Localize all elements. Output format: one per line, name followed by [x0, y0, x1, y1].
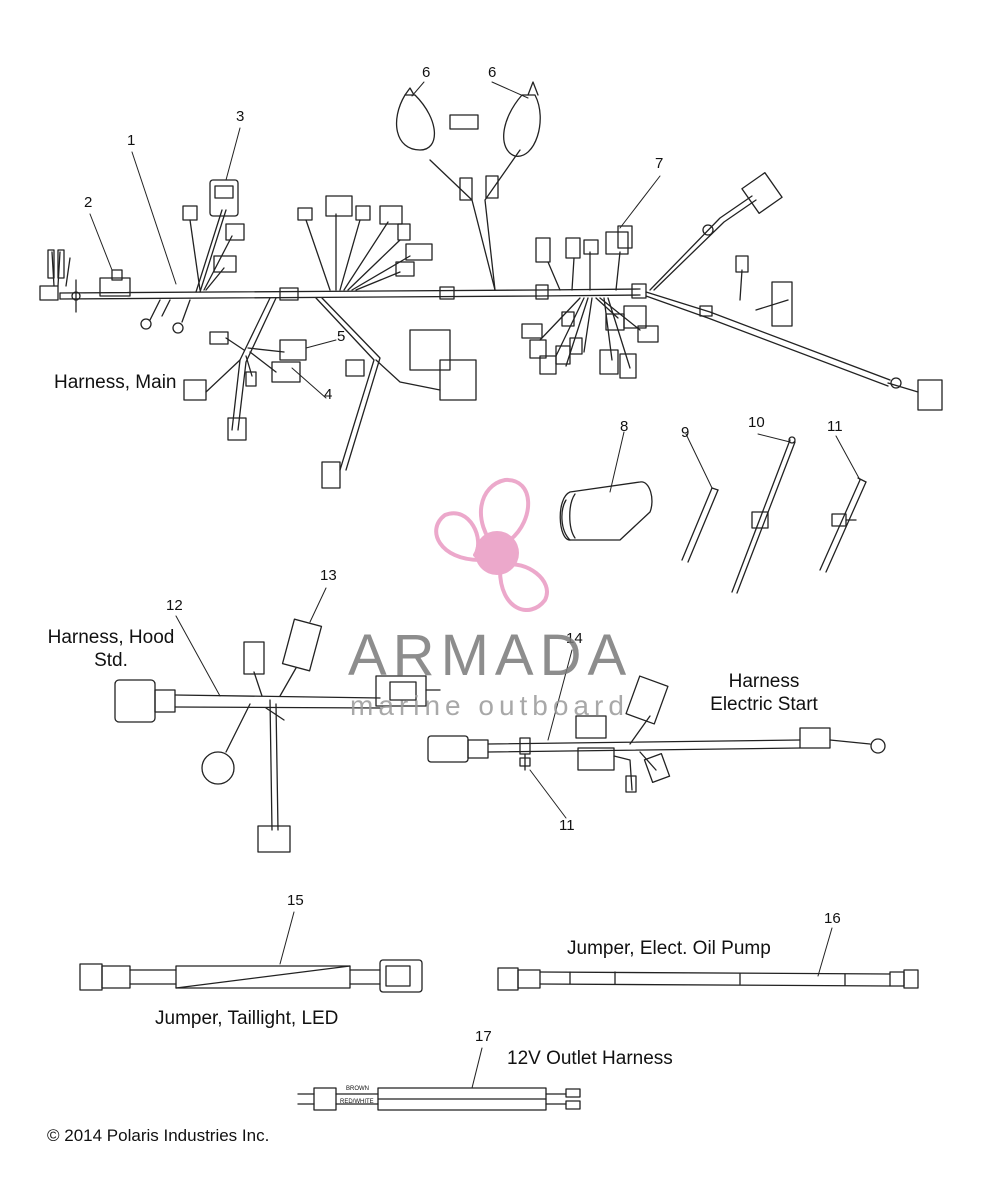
title-outlet-harness: 12V Outlet Harness — [507, 1048, 673, 1069]
callout-4: 4 — [324, 386, 333, 403]
harness-electric-start — [427, 675, 886, 793]
watermark-logo — [434, 477, 549, 612]
callout-9: 9 — [681, 424, 690, 441]
callout-17: 17 — [475, 1028, 492, 1045]
callout-8: 8 — [620, 418, 629, 435]
title-harness-hood-line1: Harness, Hood — [47, 627, 175, 648]
title-harness-electric-line2: Electric Start — [710, 694, 818, 715]
callout-12: 12 — [166, 597, 183, 614]
callout-6b: 6 — [488, 64, 497, 81]
callout-1: 1 — [127, 132, 136, 149]
callout-7: 7 — [655, 155, 664, 172]
outlet-harness — [297, 1087, 581, 1111]
title-jumper-oil-pump: Jumper, Elect. Oil Pump — [567, 938, 771, 959]
callout-10: 10 — [748, 414, 765, 431]
watermark-brand: ARMADA — [348, 623, 633, 688]
jumper-taillight — [79, 959, 423, 993]
callout-11b: 11 — [559, 817, 575, 834]
wire-label-red-white: RED/WHITE — [340, 1099, 374, 1105]
title-harness-hood-line2: Std. — [94, 650, 128, 671]
callout-5: 5 — [337, 328, 346, 345]
watermark-tagline: marine outboard — [350, 690, 629, 721]
callout-6a: 6 — [422, 64, 431, 81]
title-harness-main: Harness, Main — [54, 372, 177, 393]
title-jumper-taillight: Jumper, Taillight, LED — [155, 1008, 339, 1029]
callout-15: 15 — [287, 892, 304, 909]
harness-hood — [114, 618, 441, 853]
harness-main — [39, 81, 943, 489]
callout-2: 2 — [84, 194, 93, 211]
callout-14: 14 — [566, 630, 583, 647]
wire-label-brown: BROWN — [346, 1086, 369, 1092]
cable-ties — [681, 436, 867, 594]
title-harness-electric-line1: Harness — [728, 671, 800, 692]
copyright-notice: © 2014 Polaris Industries Inc. — [47, 1126, 270, 1145]
callout-3: 3 — [236, 108, 245, 125]
title-harness-electric-start: Harness Electric Start — [694, 670, 834, 716]
jumper-oil-pump — [497, 967, 919, 991]
leader-lines — [89, 81, 861, 1089]
callout-11a: 11 — [827, 418, 843, 435]
harness-protector — [559, 481, 653, 541]
callout-13: 13 — [320, 567, 337, 584]
callout-16: 16 — [824, 910, 841, 927]
title-harness-hood: Harness, Hood Std. — [36, 626, 186, 672]
